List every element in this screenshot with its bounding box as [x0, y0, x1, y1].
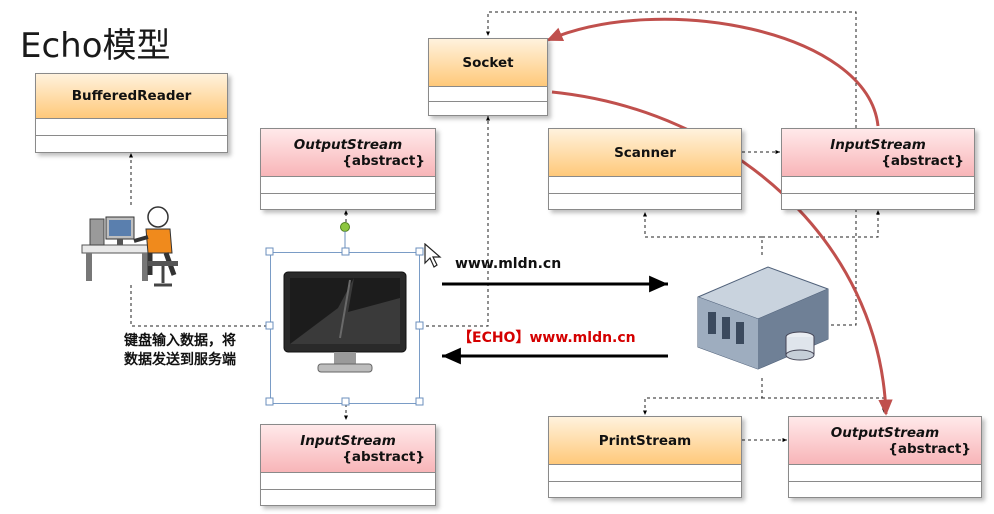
dep-server-inputstream: [762, 210, 880, 238]
keyboard-caption: 键盘输入数据，将 数据发送到服务端: [124, 332, 236, 370]
request-label: www.mldn.cn: [455, 256, 562, 272]
class-name: InputStream: [830, 136, 926, 153]
caption-line-2: 数据发送到服务端: [124, 352, 236, 368]
class-name: OutputStream: [830, 424, 940, 441]
class-name: PrintStream: [598, 432, 692, 449]
class-name: BufferedReader: [71, 88, 192, 104]
dep-server-printstream: [643, 378, 763, 415]
class-name: Socket: [462, 54, 514, 71]
class-inputstream-right: InputStream {abstract}: [781, 128, 975, 210]
class-socket: Socket: [428, 38, 548, 116]
class-scanner: Scanner: [548, 128, 742, 210]
slide-title: Echo模型: [20, 26, 171, 66]
class-name: OutputStream: [293, 136, 403, 153]
class-inputstream-left: InputStream {abstract}: [260, 424, 436, 506]
user-at-computer-icon: [81, 206, 178, 287]
class-bufferedreader: BufferedReader: [35, 73, 228, 153]
dep-server-scanner: [643, 212, 763, 255]
class-name: InputStream: [300, 432, 396, 449]
class-stereotype: {abstract}: [888, 440, 971, 457]
class-name: Scanner: [614, 144, 676, 161]
caption-line-1: 键盘输入数据，将: [124, 333, 236, 349]
dep-server-socket: [486, 11, 857, 326]
dep-user-monitor: [130, 285, 270, 328]
arc-inputstream-socket: [546, 17, 880, 127]
class-stereotype: {abstract}: [342, 152, 425, 169]
class-outputstream-right: OutputStream {abstract}: [788, 416, 982, 498]
server-icon: [697, 266, 829, 370]
class-printstream: PrintStream: [548, 416, 742, 498]
dep-monitor-socket: [420, 116, 490, 327]
dep-server-outputstream: [762, 397, 886, 413]
class-stereotype: {abstract}: [342, 448, 425, 465]
monitor-icon: [283, 271, 407, 373]
mouse-cursor-icon: [424, 243, 442, 268]
echo-response-label: 【ECHO】www.mldn.cn: [458, 330, 636, 346]
class-stereotype: {abstract}: [881, 152, 964, 169]
class-outputstream-left: OutputStream {abstract}: [260, 128, 436, 210]
